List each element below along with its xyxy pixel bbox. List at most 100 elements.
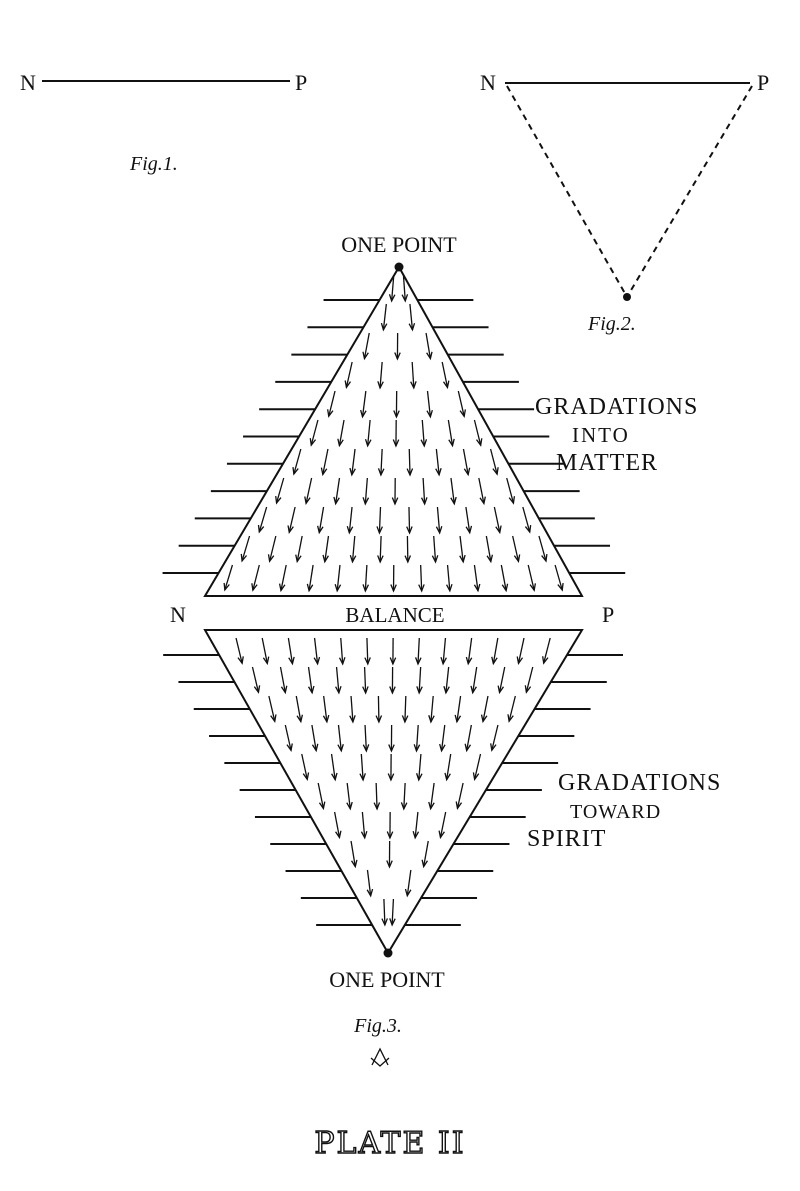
arrow-icon: [278, 564, 287, 593]
arrow-icon: [418, 564, 425, 593]
flow-arrows: [223, 274, 564, 927]
arrow-icon: [304, 477, 313, 506]
arrow-icon: [415, 753, 423, 782]
arrow-icon: [284, 724, 293, 752]
arrow-icon: [322, 535, 330, 564]
arrow-icon: [366, 869, 374, 898]
arrow-icon: [410, 361, 417, 390]
arrow-icon: [360, 390, 367, 419]
square-compass-icon: [370, 1047, 390, 1067]
arrow-icon: [287, 637, 295, 666]
arrow-icon: [390, 564, 397, 593]
arrow-icon: [428, 695, 435, 724]
arrow-icon: [389, 666, 396, 695]
arrow-icon: [377, 448, 385, 477]
arrow-icon: [301, 753, 310, 782]
arrow-icon: [438, 811, 447, 840]
arrow-icon: [406, 448, 414, 477]
arrow-icon: [554, 564, 564, 592]
arrow-icon: [287, 506, 296, 534]
arrow-icon: [445, 564, 453, 593]
arrow-icon: [470, 666, 478, 695]
arrow-icon: [443, 666, 450, 695]
arrow-icon: [388, 274, 396, 303]
arrow-icon: [306, 564, 314, 593]
arrow-icon: [493, 506, 502, 535]
arrow-icon: [457, 390, 467, 418]
arrow-icon: [373, 782, 381, 811]
arrow-icon: [338, 637, 346, 666]
arrow-icon: [413, 724, 421, 753]
arrow-icon: [464, 724, 472, 753]
arrow-icon: [431, 535, 439, 564]
arrow-icon: [425, 332, 433, 361]
arrow-icon: [435, 448, 442, 477]
arrow-icon: [440, 637, 447, 666]
arrow-icon: [524, 666, 534, 694]
arrow-icon: [389, 898, 396, 927]
arrow-icon: [454, 695, 462, 724]
bottom-point: [383, 948, 393, 958]
arrow-icon: [480, 695, 489, 724]
p-pole-label: P: [602, 602, 614, 627]
arrow-icon: [313, 637, 321, 666]
upper-annotation-line1: GRADATIONS: [535, 394, 698, 420]
arrow-icon: [428, 782, 435, 811]
arrow-icon: [333, 811, 342, 840]
n-pole-label: N: [170, 602, 186, 627]
arrow-icon: [376, 506, 384, 535]
arrow-icon: [414, 637, 422, 666]
arrow-icon: [439, 724, 446, 753]
upper-annotation-line3: MATTER: [556, 450, 658, 476]
arrow-icon: [516, 637, 525, 666]
arrow-icon: [404, 535, 412, 564]
arrow-icon: [406, 506, 413, 535]
arrow-icon: [491, 637, 499, 666]
arrow-icon: [387, 753, 395, 782]
arrow-icon: [400, 782, 408, 811]
arrow-icon: [275, 477, 285, 505]
fig1-n-label: N: [20, 70, 36, 95]
arrow-icon: [330, 753, 338, 782]
arrow-icon: [472, 753, 482, 781]
lower-annotation-line3: SPIRIT: [527, 826, 606, 852]
arrow-icon: [327, 390, 336, 418]
lower-annotation-line2: TOWARD: [570, 801, 661, 823]
arrow-icon: [337, 419, 345, 448]
plate-title: PLATE II: [314, 1126, 465, 1161]
fig1: N P Fig.1.: [20, 70, 307, 175]
arrow-icon: [279, 666, 288, 695]
arrow-icon: [455, 782, 464, 811]
balance-label: BALANCE: [345, 603, 444, 627]
fig2-left-dashed: [506, 85, 628, 298]
arrow-icon: [251, 666, 261, 694]
arrow-icon: [223, 564, 234, 592]
arrow-icon: [309, 419, 319, 447]
arrow-icon: [478, 477, 486, 506]
arrow-icon: [388, 724, 395, 753]
arrow-icon: [426, 390, 433, 419]
arrow-icon: [292, 448, 302, 476]
arrow-icon: [538, 535, 548, 563]
arrow-icon: [377, 361, 384, 390]
arrow-icon: [261, 637, 270, 666]
arrow-icon: [375, 695, 383, 724]
arrow-icon: [420, 419, 428, 448]
arrow-icon: [522, 506, 532, 534]
arrow-icon: [507, 695, 516, 723]
arrow-icon: [506, 477, 516, 505]
arrow-icon: [334, 564, 342, 593]
arrow-icon: [381, 898, 388, 927]
arrow-icon: [404, 869, 412, 898]
arrow-icon: [447, 419, 455, 448]
arrow-icon: [317, 782, 326, 811]
arrow-icon: [485, 535, 494, 564]
arrow-icon: [489, 448, 499, 476]
arrow-icon: [542, 637, 551, 665]
arrow-icon: [412, 811, 420, 840]
arrow-icon: [380, 303, 388, 332]
fig3-caption: Fig.3.: [353, 1015, 402, 1037]
fig2-p-label: P: [757, 70, 769, 95]
arrow-icon: [462, 448, 471, 477]
arrow-icon: [317, 506, 325, 535]
